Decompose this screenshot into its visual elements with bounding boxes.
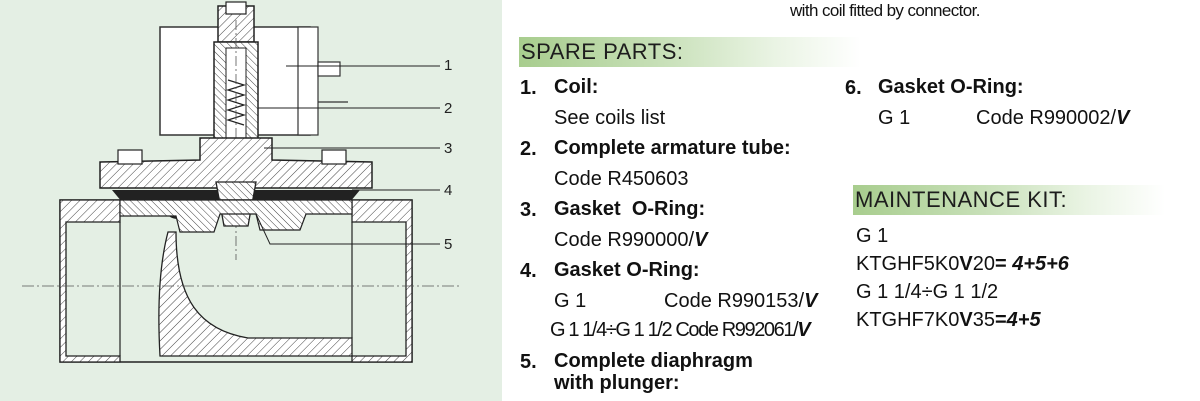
kit-code-v: V <box>959 253 973 275</box>
code-suffix: V <box>797 319 810 341</box>
size-label: G 1 <box>878 107 911 129</box>
size-label: G 1 1/4÷G 1 1/2 <box>550 319 673 341</box>
item-title-coil: Coil: <box>554 76 599 98</box>
kit-parts: 4+5 <box>1006 309 1041 331</box>
bolt-right <box>321 149 347 165</box>
solenoid-valve-drawing <box>22 1 460 363</box>
callout-2: 2 <box>444 100 453 117</box>
item-title-armature-tube: Complete armature tube: <box>554 137 791 159</box>
item-number: 4. <box>520 260 537 282</box>
kit-size-label: G 1 1/4÷G 1 1/2 <box>856 281 999 303</box>
item-title-diaphragm-line1: Complete diaphragm <box>554 350 753 372</box>
item-code-line: Code R990002/V <box>976 107 1129 130</box>
callout-1: 1 <box>444 57 453 74</box>
valve-drawing-panel: 1 2 3 4 5 <box>0 0 502 401</box>
code-text: Code R992061/ <box>675 319 798 341</box>
kit-code: KTGHF7K0 <box>856 309 960 331</box>
kit-code-size: 35 <box>972 309 995 331</box>
item-title-gasket-o-ring: Gasket O-Ring: <box>878 76 1024 98</box>
kit-code-v: V <box>959 309 973 331</box>
code-suffix: V <box>804 290 818 312</box>
maintenance-kit-heading: MAINTENANCE KIT: <box>853 185 1165 215</box>
kit-code: KTGHF5K0 <box>856 253 960 275</box>
spare-parts-heading: SPARE PARTS: <box>519 37 861 67</box>
code-text: Code R990153/ <box>664 290 805 312</box>
size-label: G 1 <box>554 290 587 312</box>
item-number: 3. <box>520 199 537 221</box>
kit-code-line: KTGHF7K0V35=4+5 <box>856 309 1041 332</box>
item-size-code-line: G 1 1/4÷G 1 1/2 Code R992061/V <box>550 319 811 342</box>
item-code-line: Code R990153/V <box>664 290 817 313</box>
item-code-line: Code R990000/V <box>554 229 707 252</box>
kit-equals: = <box>994 253 1013 275</box>
code-text: Code R990002/ <box>976 107 1117 129</box>
item-detail: See coils list <box>554 107 666 129</box>
item-title-diaphragm-line2: with plunger: <box>554 372 680 394</box>
item-number: 2. <box>520 138 537 160</box>
kit-size-label: G 1 <box>856 225 889 247</box>
kit-code-size: 20 <box>972 253 995 275</box>
callout-3: 3 <box>444 140 453 157</box>
bonnet <box>99 137 373 189</box>
kit-code-line: KTGHF5K0V20= 4+5+6 <box>856 253 1069 276</box>
item-title-gasket-o-ring: Gasket O-Ring: <box>554 259 700 281</box>
connector-pin <box>317 61 341 77</box>
item-number: 5. <box>520 351 537 373</box>
code-suffix: V <box>1116 107 1130 129</box>
item-number: 1. <box>520 77 537 99</box>
callout-4: 4 <box>444 182 453 199</box>
callout-5: 5 <box>444 236 453 253</box>
code-suffix: V <box>694 229 708 251</box>
coil-connector-note: with coil fitted by connector. <box>790 1 980 20</box>
kit-equals: = <box>994 309 1007 331</box>
item-title-gasket-o-ring: Gasket O-Ring: <box>554 198 706 220</box>
kit-parts: 4+5+6 <box>1012 253 1069 275</box>
body-partition <box>158 231 353 357</box>
code-text: Code R990000/ <box>554 229 695 251</box>
item-number: 6. <box>845 77 862 99</box>
bolt-left <box>117 149 143 165</box>
item-detail: Code R450603 <box>554 168 689 190</box>
